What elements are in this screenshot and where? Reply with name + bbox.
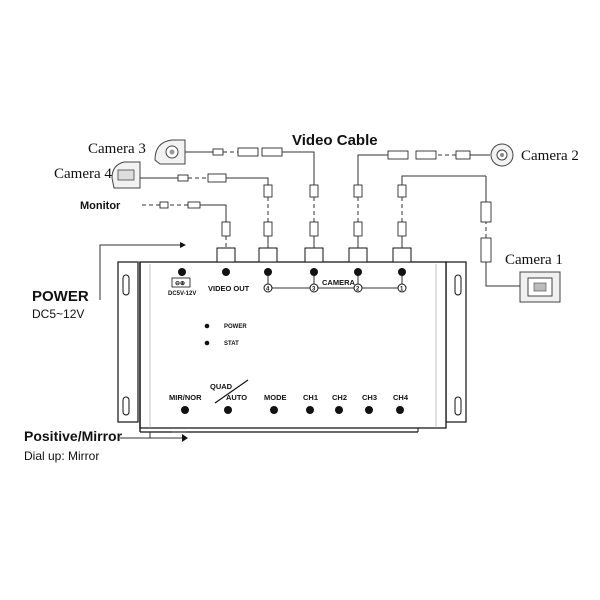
dc-jack[interactable]: ⊖⊕ DC5V-12V [168, 268, 196, 297]
svg-text:⊖⊕: ⊖⊕ [175, 281, 185, 287]
camera4-cable [140, 173, 273, 248]
camera-port-2[interactable] [354, 268, 362, 276]
camera4: Camera 4 [54, 161, 141, 189]
camera-port-1[interactable] [398, 268, 406, 276]
mir-nor-switch[interactable]: MIR/NOR [169, 393, 202, 414]
ch2-label: CH2 [332, 393, 347, 402]
dc-jack-label: DC5V-12V [168, 291, 196, 297]
ch4-label: CH4 [393, 393, 409, 402]
cam-port-num-3: 3 [312, 287, 316, 293]
power-title: POWER [32, 288, 89, 305]
camera3-cable [185, 147, 319, 248]
diagram-title: Video Cable [292, 132, 378, 149]
camera2: Camera 2 [490, 143, 579, 167]
led-indicator-icon [204, 340, 210, 346]
quad-label: QUAD [210, 382, 233, 391]
top-connectors [216, 247, 412, 263]
camera-label: CAMERA [322, 278, 355, 287]
mirror-note: Dial up: Mirror [24, 449, 99, 463]
video-out-label: VIDEO OUT [208, 284, 250, 293]
camera1-label: Camera 1 [505, 252, 563, 268]
camera-port-3[interactable] [310, 268, 318, 276]
led-stat-label: STAT [224, 341, 239, 347]
dc-jack-icon: ⊖⊕ [171, 277, 191, 288]
camera3: Camera 3 [88, 139, 186, 165]
cam-port-num-1: 1 [400, 287, 404, 293]
power-leader [99, 242, 186, 300]
ch1-label: CH1 [303, 393, 318, 402]
ch3-label: CH3 [362, 393, 377, 402]
mount-ear-left [117, 261, 139, 423]
camera2-label: Camera 2 [521, 148, 579, 164]
quad-auto-button[interactable]: QUAD AUTO [210, 379, 249, 414]
camera-icon [490, 143, 514, 167]
ch3-button[interactable]: CH3 [362, 393, 377, 414]
camera3-label: Camera 3 [88, 141, 146, 157]
monitor-cable [142, 201, 231, 248]
cam-port-num-2: 2 [356, 287, 360, 293]
camera-icon [154, 139, 186, 165]
video-out-port[interactable]: VIDEO OUT [208, 268, 250, 293]
camera-ports: 4 3 2 1 CAMERA [263, 268, 407, 293]
led-indicator-icon [204, 323, 210, 329]
camera1-cable [397, 175, 522, 287]
ch1-button[interactable]: CH1 [303, 393, 318, 414]
auto-label: AUTO [226, 393, 247, 402]
mirror-leader [120, 431, 188, 442]
monitor-label: Monitor [80, 200, 121, 212]
mir-nor-label: MIR/NOR [169, 393, 202, 402]
mode-button[interactable]: MODE [264, 393, 287, 414]
camera4-label: Camera 4 [54, 166, 112, 182]
mirror-title: Positive/Mirror [24, 428, 123, 444]
camera2-cable [353, 150, 490, 248]
mode-label: MODE [264, 393, 287, 402]
led-power: POWER [204, 323, 247, 330]
camera-port-4[interactable] [264, 268, 272, 276]
ch2-button[interactable]: CH2 [332, 393, 347, 414]
camera-icon [519, 271, 561, 303]
led-stat: STAT [204, 340, 239, 347]
camera-icon [111, 161, 141, 189]
led-power-label: POWER [224, 324, 247, 330]
cam-port-num-4: 4 [266, 287, 270, 293]
control-box [117, 261, 467, 433]
ch4-button[interactable]: CH4 [393, 393, 409, 414]
camera1: Camera 1 [505, 252, 563, 303]
power-voltage: DC5~12V [32, 307, 84, 321]
